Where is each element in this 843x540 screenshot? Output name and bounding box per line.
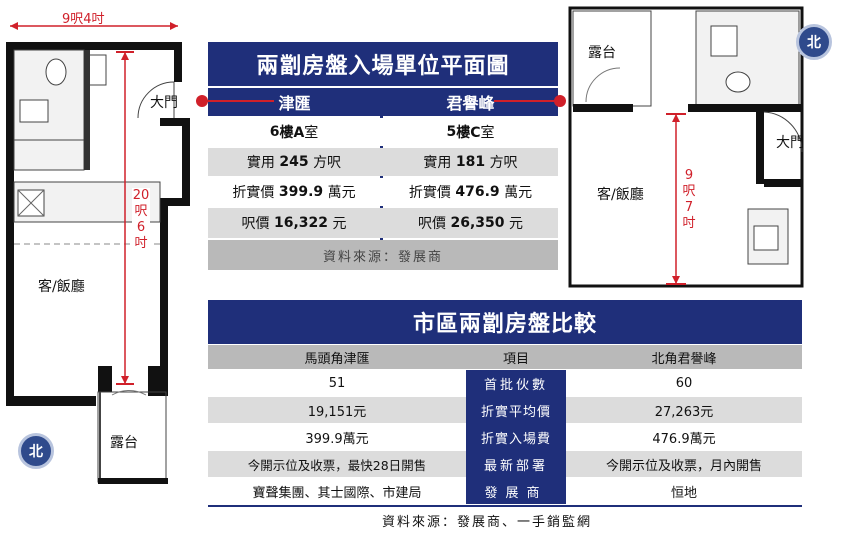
left-connector-dot: [196, 95, 208, 107]
table1-header-row: [208, 88, 558, 116]
left-balcony-label: 露台: [110, 435, 138, 451]
left-width-label: 9呎4吋: [62, 12, 105, 27]
table2-row-1-item: 首批伙數: [483, 377, 548, 393]
table1-row-4-bg: [208, 208, 558, 238]
table1-row-3-bg: [208, 178, 558, 206]
table2-row-4-right: 今開示位及收票，月內開售: [605, 458, 762, 474]
table1-row-4-left: 呎價 16,322 元: [241, 215, 347, 232]
table1-title: 兩劏房盤入場單位平面圖: [256, 54, 510, 79]
table1-row-2-left: 實用 245 方呎: [246, 154, 342, 171]
left-north-compass-icon: 北: [18, 433, 54, 469]
right-north-label: 北: [807, 35, 821, 51]
table2-row-3-right: 476.9萬元: [652, 431, 716, 447]
right-floor-plan: [568, 6, 804, 288]
table2-row-2-right: 27,263元: [654, 404, 714, 420]
table2-row-4-item: 最新部署: [483, 458, 548, 474]
table1-row-3-left: 折實價 399.9 萬元: [232, 184, 356, 201]
table2-header-left: 馬頭角津匯: [304, 351, 370, 367]
table2-row-1-left: 51: [328, 375, 346, 391]
table2-source: 資料來源：發展商、一手銷監網: [382, 515, 593, 530]
table2-item-column-bg: [466, 370, 566, 504]
left-door-label: 大門: [150, 95, 178, 111]
table2-bottom-rule: [208, 505, 802, 507]
table2-header-mid: 項目: [502, 351, 529, 367]
left-north-label: 北: [29, 444, 43, 460]
table2-row-1-right: 60: [675, 375, 693, 391]
table1-row-2-right: 實用 181 方呎: [423, 154, 518, 171]
table2-row-3-left: 399.9萬元: [305, 431, 369, 447]
table2-row-4-left: 今開示位及收票，最快28日開售: [247, 457, 427, 473]
table1-row-1-bg: [208, 118, 558, 146]
table2-row-2-item: 折實平均價: [480, 404, 551, 420]
right-living-label: 客/飯廳: [597, 187, 644, 203]
table1-col-left: 津匯: [278, 94, 311, 113]
left-living-label: 客/飯廳: [38, 279, 85, 295]
table1-col-right: 君譽峰: [446, 94, 495, 113]
table1-row-4-right: 呎價 26,350 元: [418, 215, 523, 232]
table2-title: 市區兩劏房盤比較: [412, 312, 597, 337]
table2-row-5-item: 發展商: [484, 485, 548, 501]
table1-row-3-right: 折實價 476.9 萬元: [408, 184, 533, 201]
right-balcony-label: 露台: [588, 45, 616, 61]
right-connector-line: [494, 100, 556, 102]
right-door-label: 大門: [776, 135, 804, 151]
left-connector-line: [204, 100, 274, 102]
right-connector-dot: [554, 95, 566, 107]
left-floor-plan: [6, 22, 190, 484]
table2-row-5-right: 恒地: [670, 485, 697, 501]
table1-title-bar: 兩劏房盤入場單位平面圖: [208, 42, 558, 86]
table1-row-2-bg: [208, 148, 558, 176]
table2-title-bar: 市區兩劏房盤比較: [208, 300, 802, 344]
table2-header-row-bg: [208, 345, 802, 369]
table1-source: 資料來源：發展商: [208, 240, 558, 270]
right-north-compass-icon: 北: [796, 24, 832, 60]
table2-row-5-left: 寶聲集團、其士國際、市建局: [252, 485, 422, 501]
table2-row-2-left: 19,151元: [307, 404, 367, 420]
table2-row-3-item: 折實入場費: [480, 431, 551, 447]
table2-header-right: 北角君譽峰: [651, 351, 717, 367]
